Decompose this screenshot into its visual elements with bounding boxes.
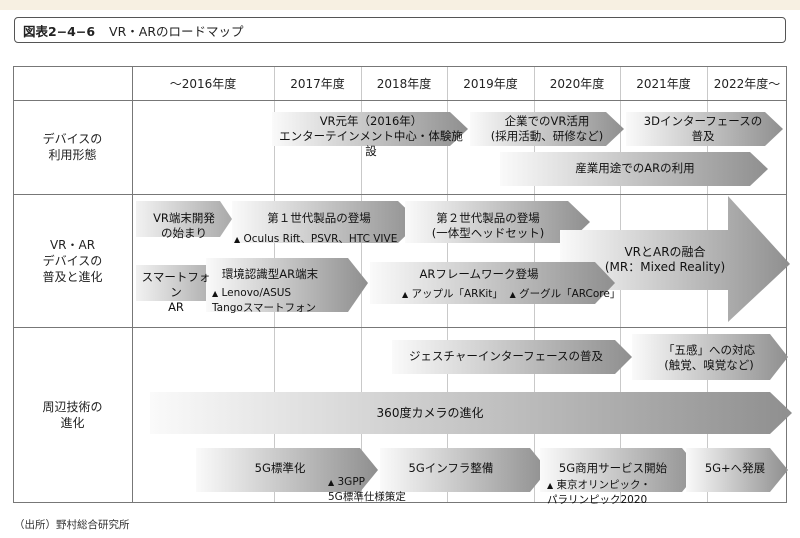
year-header: 2017年度 <box>290 76 345 91</box>
triangle-icon: ▲ <box>402 290 409 299</box>
note-env-ar-text: Lenovo/ASUS Tangoスマートフォン <box>212 287 317 314</box>
arrow-mr <box>560 196 790 322</box>
triangle-icon: ▲ <box>509 290 516 299</box>
arrow-smartphone-ar <box>136 265 218 301</box>
figure-title-bar: 図表2−4−6 VR・ARのロードマップ <box>14 17 786 43</box>
item-5g-infra: 5Gインフラ整備 <box>408 461 494 475</box>
item-vr-first-year: VR元年（2016年） エンターテインメント中心・体験施設 <box>279 114 463 158</box>
figure-number: 図表2−4−6 <box>23 23 96 39</box>
item-industrial-ar: 産業用途でのARの利用 <box>575 161 695 175</box>
item-gen2: 第２世代製品の登場 (一体型ヘッドセット) <box>431 211 545 240</box>
note-gen1-text: Oculus Rift、PSVR、HTC VIVE <box>243 233 398 245</box>
note-gen1: ▲ Oculus Rift、PSVR、HTC VIVE <box>234 232 424 247</box>
note-arcore-text: グーグル「ARCore」 <box>519 288 621 300</box>
arrow-gen1 <box>232 201 420 243</box>
top-strip <box>0 0 800 10</box>
source-note: （出所）野村総合研究所 <box>14 519 130 531</box>
item-ar-framework: ARフレームワーク登場 <box>419 267 539 281</box>
item-five-senses: 「五感」への対応 (触覚、嗅覚など) <box>663 343 755 372</box>
row-label-device-usage: デバイスの 利用形態 <box>42 132 103 162</box>
arrow-5g-std <box>196 448 378 492</box>
arrow-env-ar <box>206 258 368 312</box>
note-5g-std: ▲ 3GPP 5G標準仕様策定 <box>328 475 458 504</box>
note-arkit-text: アップル「ARKit」 <box>411 288 503 300</box>
row-label-peripheral-tech: 周辺技術の 進化 <box>42 400 103 430</box>
item-3d-interface: 3Dインターフェースの 普及 <box>643 114 763 143</box>
label-column-divider <box>132 66 133 503</box>
item-5g-service: 5G商用サービス開始 <box>558 461 668 475</box>
arrow-ar-framework <box>370 262 615 304</box>
arrow-vr-first-year <box>272 112 468 146</box>
triangle-icon: ▲ <box>234 235 241 244</box>
item-corporate-vr: 企業でのVR活用 (採用活動、研修など) <box>490 114 604 143</box>
note-olympics-text: 東京オリンピック・ パラリンピック2020 <box>547 479 651 506</box>
arrow-3d-interface <box>626 112 783 146</box>
item-gen1: 第１世代製品の登場 <box>267 211 371 225</box>
arrow-corporate-vr <box>470 112 624 146</box>
arrow-five-senses <box>632 334 788 380</box>
year-header: 2020年度 <box>549 76 605 91</box>
year-header: 2018年度 <box>376 76 432 91</box>
arrow-industrial-ar <box>500 152 768 186</box>
row-divider-1 <box>13 194 787 195</box>
item-smartphone-ar: スマートフォン AR <box>141 270 211 314</box>
note-5g-std-text: 3GPP 5G標準仕様策定 <box>328 476 406 503</box>
item-vr-terminal-dev: VR端末開発 の始まり <box>153 211 215 240</box>
arrow-gen2 <box>405 201 590 243</box>
triangle-icon: ▲ <box>212 289 219 298</box>
triangle-icon: ▲ <box>547 481 554 490</box>
note-olympics: ▲ 東京オリンピック・ パラリンピック2020 <box>547 478 687 507</box>
item-mr: VRとARの融合 (MR：Mixed Reality) <box>604 245 726 274</box>
year-header: 2021年度 <box>636 76 691 91</box>
row-divider-2 <box>13 327 787 328</box>
item-gesture: ジェスチャーインターフェースの普及 <box>408 349 604 363</box>
arrow-gesture <box>392 340 632 374</box>
item-env-ar: 環境認識型AR端末 <box>221 267 319 281</box>
roadmap-frame <box>13 66 787 503</box>
item-360-camera: 360度カメラの進化 <box>376 406 484 420</box>
arrow-5g-plus <box>686 448 788 492</box>
item-5g-plus: 5G+へ発展 <box>704 461 766 475</box>
arrow-vr-terminal-dev <box>136 201 232 237</box>
year-header: 〜2016年度 <box>169 76 237 91</box>
arrow-360-camera <box>150 392 792 434</box>
arrow-5g-infra <box>380 448 548 492</box>
header-divider <box>13 100 787 101</box>
row-label-device-evolution: VR・AR デバイスの 普及と進化 <box>42 237 103 284</box>
note-env-ar: ▲ Lenovo/ASUS Tangoスマートフォン <box>212 286 362 315</box>
note-ar-framework: ▲ アップル「ARKit」 ▲ グーグル「ARCore」 <box>402 287 622 302</box>
year-header: 2022年度〜 <box>713 76 781 91</box>
arrow-5g-service <box>540 448 700 492</box>
year-header: 2019年度 <box>463 76 518 91</box>
figure-title: VR・ARのロードマップ <box>109 23 244 39</box>
triangle-icon: ▲ <box>328 478 335 487</box>
item-5g-std: 5G標準化 <box>254 461 306 475</box>
